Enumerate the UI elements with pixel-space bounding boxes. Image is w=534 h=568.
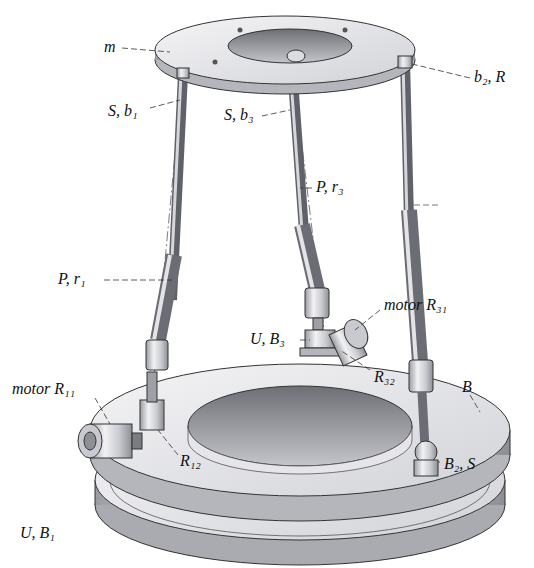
base-ring-part [90, 364, 510, 496]
motor-r31-part [340, 316, 373, 352]
leg-one-part [140, 400, 164, 430]
base-ring [90, 364, 510, 521]
part-label: R₃₂ [374, 368, 395, 386]
leader-lines-part [300, 188, 312, 189]
leg-three-part [298, 225, 313, 290]
part-label: motor R₁₁ [12, 380, 75, 398]
moving-platform-part [177, 68, 189, 78]
motor-r11 [78, 424, 142, 458]
leg-three-part [305, 288, 329, 318]
moving-platform-part [155, 16, 415, 84]
leader-lines [95, 48, 480, 462]
leader-lines-part [150, 100, 180, 108]
moving-platform-part [238, 28, 243, 33]
moving-platform-part [343, 28, 348, 33]
leg-two-part [409, 360, 433, 392]
part-label: U, B₃ [250, 330, 285, 348]
moving-platform [155, 16, 415, 94]
moving-platform-part [398, 56, 412, 68]
part-label: S, b₁ [108, 102, 138, 120]
motor-r11-part [84, 432, 96, 450]
leg-three-part [313, 318, 323, 330]
part-label: m [104, 38, 116, 56]
axis-leader [414, 205, 440, 206]
motor-r11-part [78, 424, 102, 458]
part-label: motor R₃₁ [384, 296, 447, 314]
leg-one-part [154, 255, 170, 340]
moving-platform-part [213, 60, 218, 65]
leader-lines-part [122, 48, 170, 52]
part-label: B₂, S [444, 455, 475, 473]
leg-three-part [300, 348, 340, 356]
part-label: P, r₁ [58, 270, 86, 288]
leg-two [403, 52, 438, 476]
leg-two-part [405, 52, 426, 462]
leader-lines-part [300, 340, 310, 341]
leader-lines-part [262, 110, 290, 116]
leg-two-part [405, 210, 416, 362]
leg-two-part [414, 460, 438, 476]
leg-two-part [422, 392, 425, 448]
part-label: b₂, R [474, 68, 505, 86]
leader-lines-part [355, 310, 380, 330]
moving-platform-part [287, 50, 305, 62]
motor-r31 [329, 316, 372, 366]
leader-lines-part [340, 350, 370, 370]
leader-lines-part [158, 430, 178, 455]
leader-lines-part [95, 398, 110, 424]
part-label: S, b₃ [224, 106, 254, 124]
leg-three [290, 62, 340, 356]
leader-lines-part [438, 462, 440, 463]
leader-lines-part [412, 64, 470, 78]
part-label: B [462, 378, 472, 396]
base-ring-part [188, 386, 412, 466]
leader-lines-part [470, 395, 480, 412]
part-label: R₁₂ [180, 452, 201, 470]
leg-one [140, 70, 183, 430]
leg-one-part [146, 340, 168, 370]
motor-r11-part [132, 433, 142, 449]
leg-one-part [147, 372, 157, 402]
base-ring-part [188, 426, 412, 474]
moving-platform-part [228, 29, 352, 63]
leader-lines-part [104, 280, 172, 281]
part-label: U, B₁ [20, 524, 55, 542]
part-label: P, r₃ [316, 178, 344, 196]
